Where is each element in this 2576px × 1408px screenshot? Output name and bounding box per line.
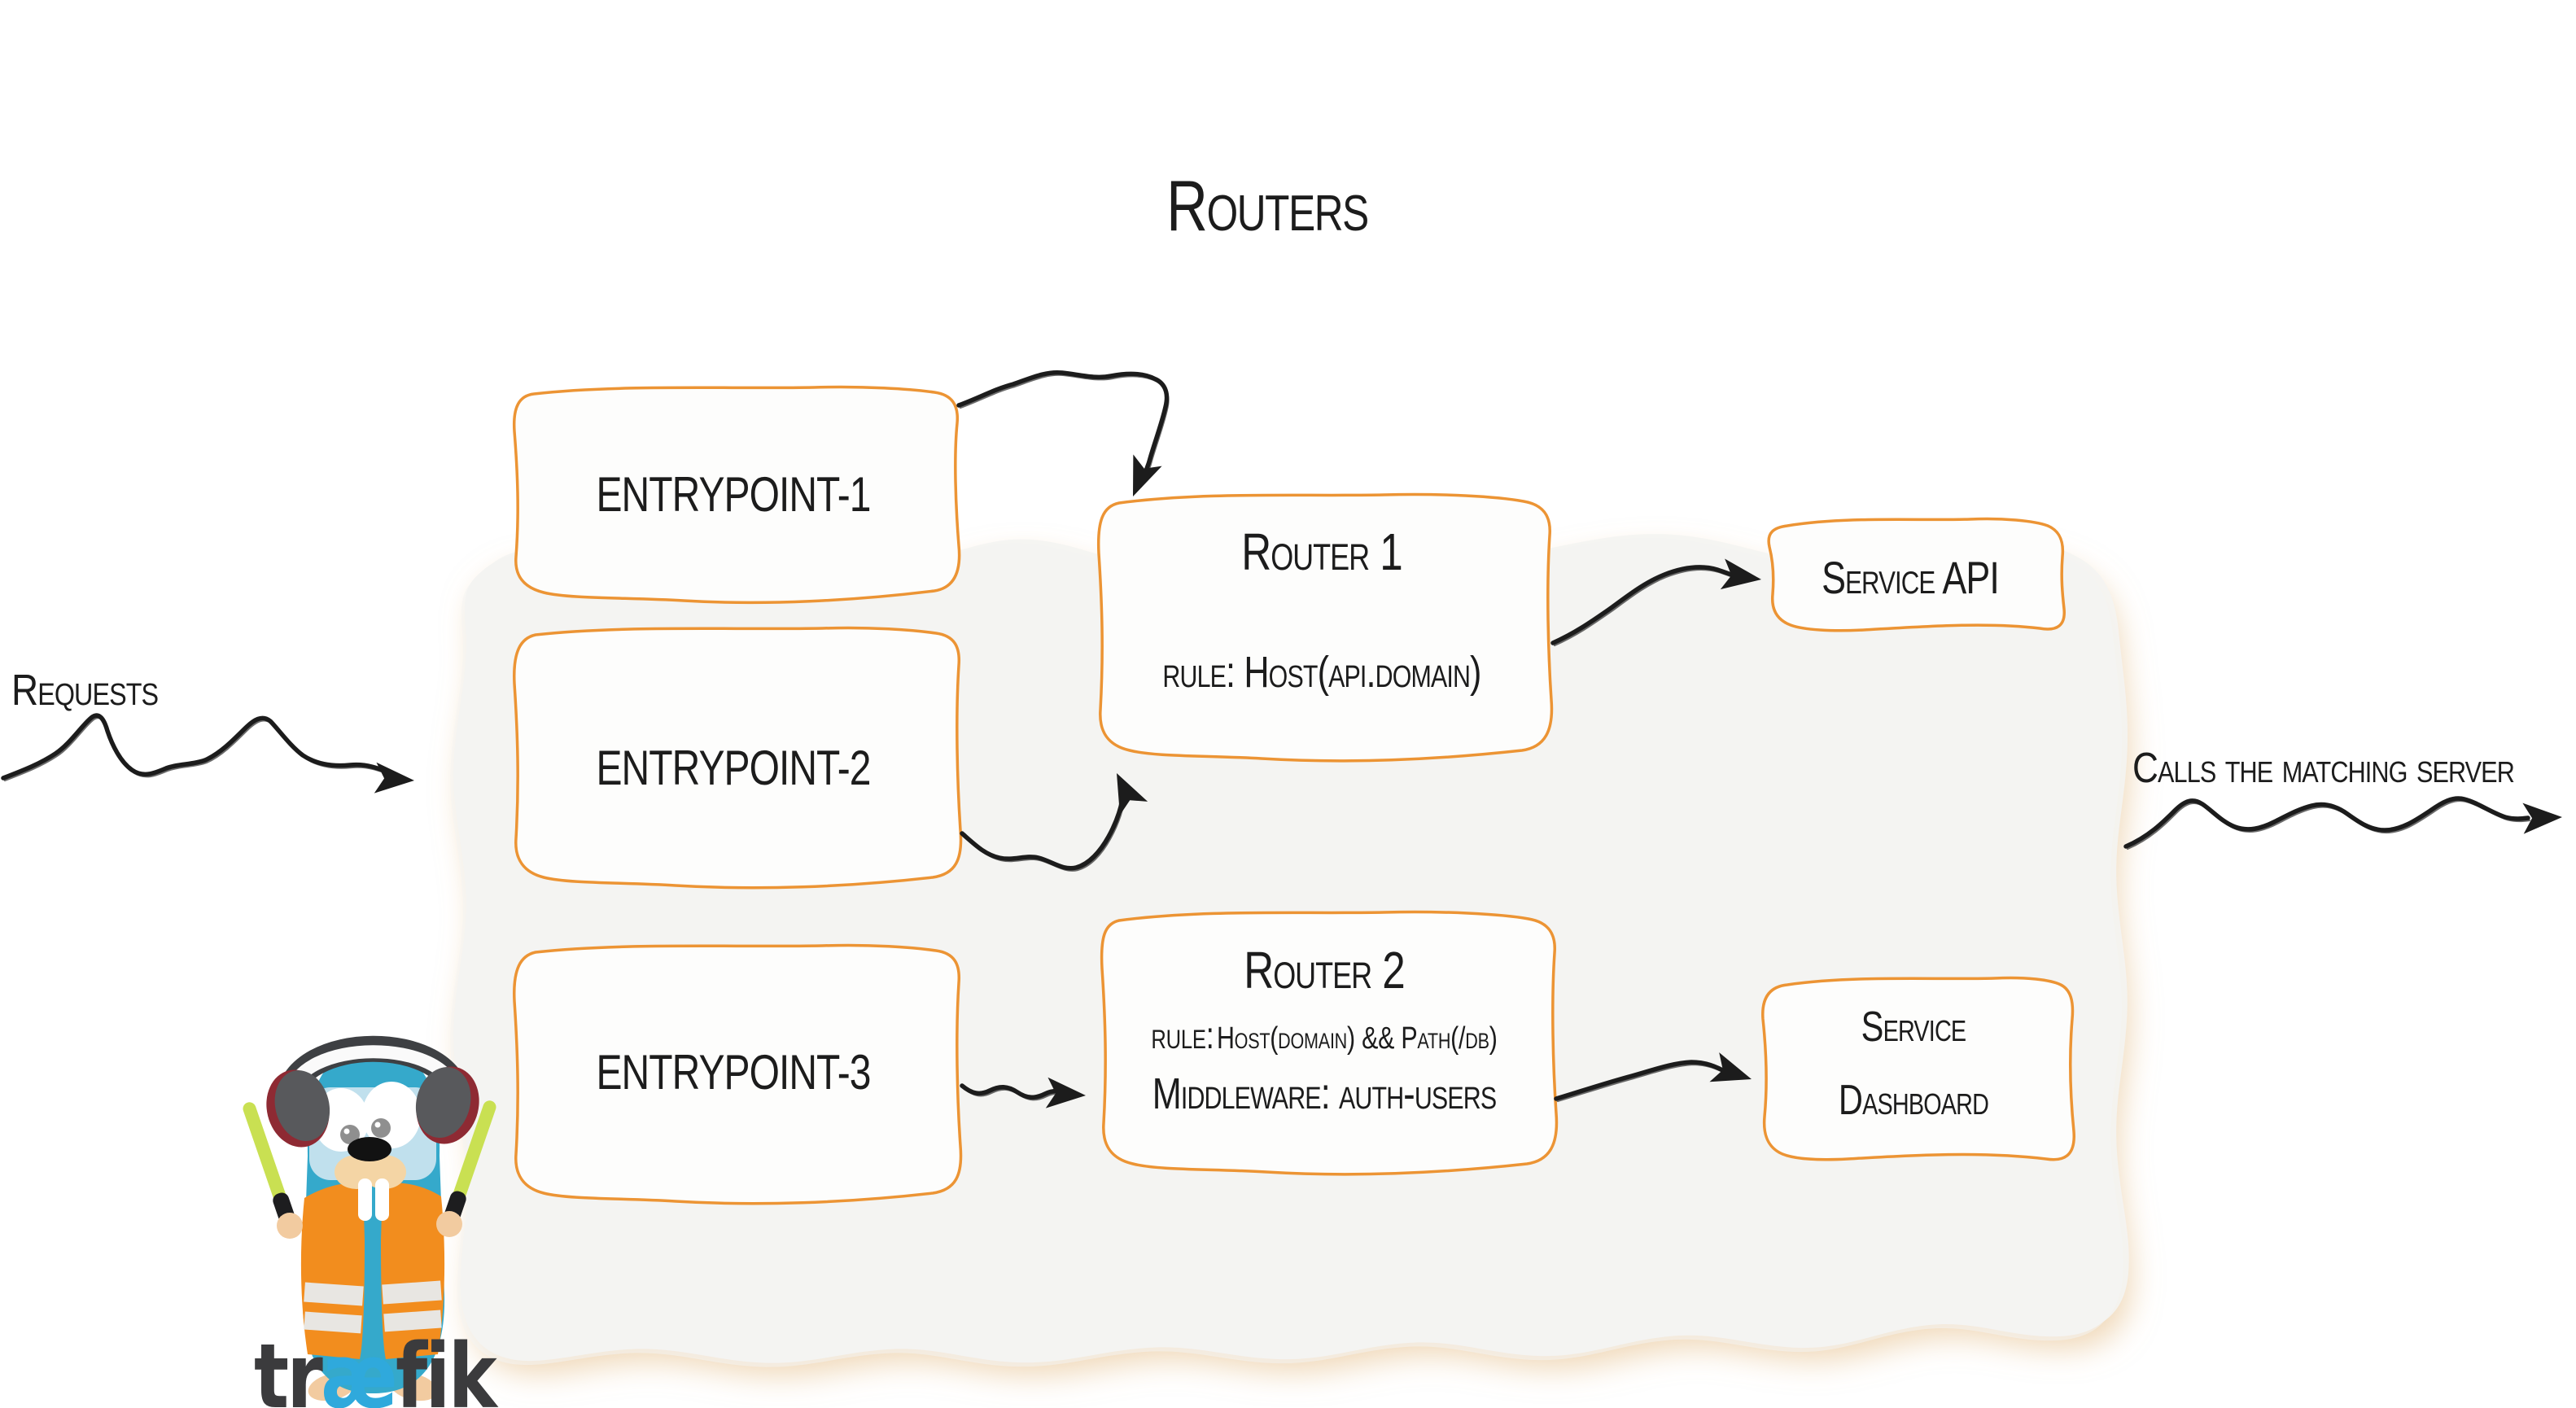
entrypoint-1-box: [512, 385, 961, 605]
left-pupil-shine: [343, 1128, 350, 1135]
requests-arrowhead: [374, 762, 416, 796]
router-1-rule: rule: Host(api.domain): [1162, 648, 1481, 697]
router-2-rule-value: Host(domain) && Path(/db): [1216, 1021, 1498, 1056]
wordmark-tr: tr: [253, 1324, 323, 1408]
headphones: [266, 1035, 479, 1148]
page-title: Routers: [1166, 165, 1369, 246]
router-1-rule-label: rule:: [1162, 648, 1236, 697]
arrow-entrypoint3-to-router2: [960, 1083, 1070, 1100]
router-1-title: Router 1: [1241, 523, 1403, 581]
router-2-middleware: Middleware: auth-users: [1152, 1069, 1497, 1118]
service-api-label: Service API: [1822, 552, 2000, 603]
router-2-title: Router 2: [1244, 941, 1406, 999]
router-2-middleware-label: Middleware:: [1152, 1069, 1331, 1118]
entrypoint-2-box: [513, 626, 963, 890]
router-2-rule-label: rule:: [1151, 1014, 1214, 1056]
arrow-entrypoint2-to-router1: [960, 787, 1126, 871]
snout-right: [362, 1155, 406, 1189]
right-pupil-shine: [374, 1122, 381, 1128]
entrypoint-1-label: entrypoint-1: [596, 467, 872, 522]
calls-matching-server-label: Calls the matching server: [2132, 745, 2515, 792]
entrypoint-3-box: [513, 943, 963, 1205]
router-1-box: [1096, 492, 1554, 763]
left-tooth: [358, 1178, 372, 1221]
router-2-middleware-value: auth-users: [1339, 1069, 1497, 1118]
right-tooth: [375, 1178, 389, 1221]
left-hand: [277, 1213, 303, 1239]
arrowhead-into-router1-top: [1118, 454, 1162, 503]
right-pupil: [371, 1118, 391, 1138]
service-api-box: [1767, 517, 2066, 632]
service-dashboard-label-line1: Service: [1861, 1004, 1966, 1051]
router-1-rule-value: Host(api.domain): [1244, 648, 1481, 697]
right-hand: [436, 1211, 462, 1237]
nose: [348, 1137, 391, 1161]
arrow-entrypoint1-to-router1: [956, 369, 1170, 487]
requests-arrow: [1, 713, 396, 781]
router-2-rule: rule: Host(domain) && Path(/db): [1151, 1017, 1497, 1054]
requests-label: Requests: [11, 666, 159, 715]
traefik-gopher-mascot-icon: [243, 1035, 496, 1401]
router-2-box: [1100, 910, 1559, 1176]
calls-matching-server-arrow: [2123, 796, 2530, 849]
arrow-router2-to-service-dashboard: [1554, 1060, 1730, 1101]
wordmark-ae: æ: [321, 1324, 398, 1408]
wordmark-fik: fik: [395, 1324, 497, 1408]
safety-vest: [300, 1183, 445, 1359]
service-dashboard-box: [1761, 976, 2075, 1161]
service-dashboard-label-line2: Dashboard: [1838, 1077, 1989, 1124]
arrow-router1-to-service-api: [1550, 565, 1746, 645]
entrypoint-3-label: entrypoint-3: [596, 1045, 872, 1100]
entrypoint-2-label: entrypoint-2: [596, 741, 872, 795]
traefik-wordmark: træfik: [254, 1331, 497, 1408]
